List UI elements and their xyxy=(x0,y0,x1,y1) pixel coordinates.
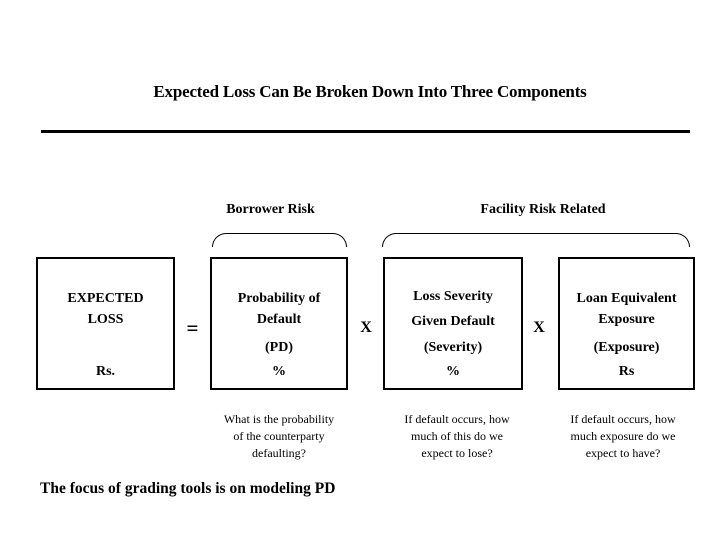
title-underline xyxy=(41,130,690,133)
borrower-risk-brace xyxy=(212,233,347,247)
exposure-line2: Exposure xyxy=(598,312,655,327)
loan-equivalent-exposure-box: Loan Equivalent Exposure (Exposure) Rs xyxy=(558,257,695,390)
severity-annotation-line3: expect to lose? xyxy=(421,446,493,460)
exposure-annotation-line2: much exposure do we xyxy=(570,429,676,443)
group-label-borrower-risk: Borrower Risk xyxy=(226,202,315,217)
exposure-annotation-line3: expect to have? xyxy=(585,446,661,460)
severity-annotation-line2: much of this do we xyxy=(411,429,503,443)
expected-loss-unit: Rs. xyxy=(95,364,116,379)
facility-risk-brace xyxy=(382,233,690,247)
pd-abbrev: (PD) xyxy=(265,340,293,355)
expected-loss-line2: LOSS xyxy=(87,312,124,327)
pd-line1: Probability of xyxy=(237,291,321,306)
exposure-abbrev: (Exposure) xyxy=(593,340,660,355)
pd-annotation: What is the probability of the counterpa… xyxy=(200,411,358,462)
severity-abbrev: (Severity) xyxy=(423,340,483,355)
severity-annotation-line1: If default occurs, how xyxy=(404,412,510,426)
group-label-facility-risk: Facility Risk Related xyxy=(480,202,606,217)
exposure-line1: Loan Equivalent xyxy=(576,291,677,306)
multiply-sign-2: X xyxy=(533,319,545,336)
pd-annotation-line1: What is the probability xyxy=(223,412,335,426)
pd-line2: Default xyxy=(256,312,302,327)
multiply-sign-1: X xyxy=(360,319,372,336)
expected-loss-box: EXPECTED LOSS Rs. xyxy=(36,257,175,390)
pd-annotation-line2: of the counterparty xyxy=(233,429,325,443)
expected-loss-line1: EXPECTED xyxy=(67,291,144,306)
equals-sign: = xyxy=(186,316,199,340)
footer-statement: The focus of grading tools is on modelin… xyxy=(40,480,336,497)
exposure-annotation-line1: If default occurs, how xyxy=(570,412,676,426)
pd-annotation-line3: defaulting? xyxy=(252,446,306,460)
exposure-annotation: If default occurs, how much exposure do … xyxy=(544,411,702,462)
probability-of-default-box: Probability of Default (PD) % xyxy=(210,257,348,390)
exposure-unit: Rs xyxy=(618,364,635,379)
severity-line1: Loss Severity xyxy=(413,289,493,304)
loss-severity-box: Loss Severity Given Default (Severity) % xyxy=(383,257,523,390)
severity-unit: % xyxy=(446,364,460,379)
pd-unit: % xyxy=(272,364,286,379)
severity-line2: Given Default xyxy=(411,314,495,329)
severity-annotation: If default occurs, how much of this do w… xyxy=(378,411,536,462)
slide-title: Expected Loss Can Be Broken Down Into Th… xyxy=(153,82,587,101)
